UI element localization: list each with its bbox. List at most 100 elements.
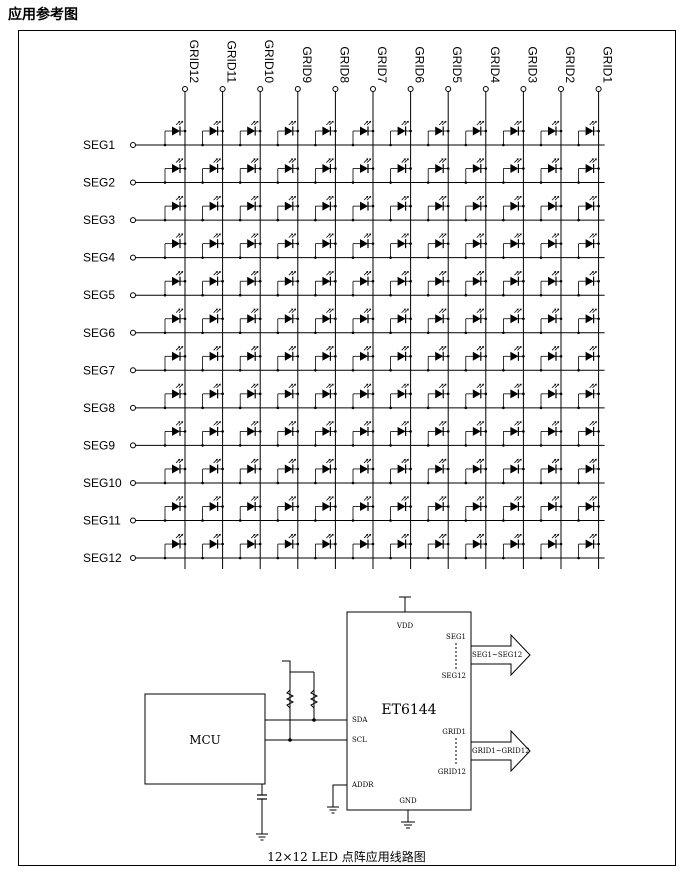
- led-diode: [389, 458, 412, 485]
- led-diode: [163, 533, 187, 560]
- led-diode: [314, 120, 337, 147]
- led-diode: [201, 458, 224, 485]
- led-diode: [238, 533, 262, 560]
- led-diode: [201, 421, 224, 447]
- led-diode: [276, 458, 300, 485]
- led-diode: [464, 458, 488, 485]
- chip-ground-symbol: [401, 821, 415, 829]
- led-diode: [389, 233, 412, 259]
- led-diode: [389, 496, 412, 522]
- seg-bus-label: SEG1~SEG12: [472, 651, 522, 659]
- seg-output-arrow: [470, 633, 531, 677]
- grid-terminal: [370, 86, 376, 92]
- led-diode: [351, 195, 375, 222]
- led-diode: [426, 158, 450, 184]
- addr-wire: [332, 784, 347, 807]
- led-diode: [163, 383, 187, 410]
- pullup-resistor-scl: [285, 689, 295, 709]
- led-diode: [276, 158, 300, 184]
- led-diode: [539, 308, 563, 335]
- led-diode: [276, 496, 300, 522]
- led-diode: [539, 158, 563, 184]
- led-diode: [201, 496, 224, 522]
- led-diode: [389, 195, 412, 222]
- led-diode: [502, 496, 525, 522]
- seg-label: SEG2: [83, 176, 115, 190]
- led-diode: [539, 120, 563, 147]
- led-diode: [314, 458, 337, 485]
- led-diode: [464, 346, 488, 372]
- led-diode: [389, 346, 412, 372]
- mcu-box: [144, 693, 266, 785]
- led-diode: [539, 458, 563, 485]
- led-diode: [426, 496, 450, 522]
- led-diode: [314, 233, 337, 259]
- led-diode: [201, 346, 224, 372]
- led-diode: [502, 458, 525, 485]
- led-diode: [238, 120, 262, 147]
- pin-addr-label: ADDR: [351, 781, 374, 789]
- led-diode: [539, 383, 563, 410]
- seg-terminal: [130, 142, 136, 148]
- led-diode: [539, 195, 563, 222]
- application-circuit: MCU ET6144 VDD GND SDA SCL ADDR SEG1 SEG…: [144, 596, 531, 841]
- addr-ground-symbol: [327, 806, 339, 814]
- led-diode: [389, 383, 412, 410]
- led-diode: [426, 421, 450, 447]
- grid-label: GRID11: [225, 41, 239, 84]
- led-diode: [464, 421, 488, 447]
- seg-terminal: [130, 479, 136, 486]
- pin-vdd-label: VDD: [396, 622, 414, 630]
- led-diode: [577, 270, 600, 297]
- grid-label: GRID7: [375, 46, 389, 83]
- led-diode: [314, 421, 337, 447]
- grid-label: GRID5: [450, 46, 464, 83]
- led-diode: [577, 533, 600, 560]
- grid-label: GRID2: [563, 46, 577, 83]
- led-diode: [201, 383, 224, 410]
- grid-terminal: [219, 86, 226, 92]
- led-diode: [201, 533, 224, 560]
- seg-terminal: [130, 329, 136, 336]
- led-diode: [426, 195, 450, 222]
- led-diode: [426, 533, 450, 560]
- seg-label: SEG1: [83, 138, 115, 152]
- led-diode: [238, 421, 262, 447]
- led-diode: [276, 270, 300, 297]
- grid-terminal: [332, 86, 339, 92]
- grid-terminal: [182, 86, 188, 92]
- led-diode: [351, 233, 375, 259]
- led-diode: [539, 421, 563, 447]
- led-diode: [163, 120, 187, 147]
- led-diode: [238, 458, 262, 485]
- seg-terminal: [130, 179, 136, 186]
- led-diode: [201, 195, 224, 222]
- led-diode: [502, 195, 525, 222]
- led-diode: [502, 346, 525, 372]
- grid-terminal: [294, 86, 301, 92]
- led-diode: [351, 158, 375, 184]
- grid-terminal: [445, 86, 452, 92]
- seg-label: SEG12: [83, 551, 122, 565]
- led-diode: [577, 233, 600, 259]
- led-diode: [389, 158, 412, 184]
- seg-terminal: [130, 442, 136, 449]
- led-diode: [464, 308, 488, 335]
- led-diode: [351, 421, 375, 447]
- led-diode: [201, 120, 224, 147]
- mcu-label: MCU: [189, 733, 221, 747]
- led-diode: [426, 270, 450, 297]
- led-diode: [314, 308, 337, 335]
- led-diode: [238, 270, 262, 297]
- led-diode: [577, 158, 600, 184]
- led-diode: [389, 270, 412, 297]
- led-diode: [314, 496, 337, 522]
- led-diode: [389, 120, 412, 147]
- led-diode: [314, 346, 337, 372]
- led-diode: [502, 421, 525, 447]
- grid-label: GRID1: [601, 46, 615, 83]
- led-diode: [201, 270, 224, 297]
- seg-terminal: [130, 254, 136, 261]
- figure-frame: [18, 30, 676, 866]
